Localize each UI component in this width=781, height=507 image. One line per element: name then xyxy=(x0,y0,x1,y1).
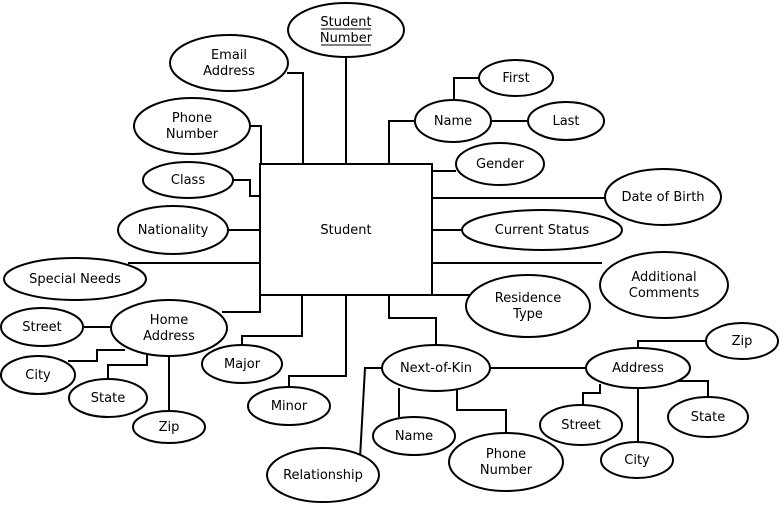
connector-nok-street xyxy=(582,384,601,405)
label-nationality: Nationality xyxy=(138,223,209,238)
attr-home-zip xyxy=(132,410,206,444)
attr-last xyxy=(527,101,605,141)
connectors xyxy=(68,57,709,459)
label-nok-city: City xyxy=(624,453,650,468)
connector-home-address xyxy=(222,295,261,313)
label-relationship: Relationship xyxy=(283,468,363,483)
attr-major xyxy=(201,344,283,384)
label-nok-zip: Zip xyxy=(732,334,753,349)
attr-nok-city xyxy=(600,441,674,479)
label-special-needs: Special Needs xyxy=(29,272,121,287)
label-last: Last xyxy=(552,114,579,129)
attr-special-needs xyxy=(3,257,147,301)
attr-nok-name xyxy=(372,416,456,456)
attr-home-street xyxy=(0,307,84,347)
attr-nok-phone xyxy=(448,432,564,492)
label-nok-address: Address xyxy=(612,361,664,376)
attr-relationship xyxy=(266,447,380,503)
label-class: Class xyxy=(171,173,205,188)
label-nok-name: Name xyxy=(395,429,433,444)
attr-email-address xyxy=(169,34,289,92)
student-entity xyxy=(259,163,433,296)
attr-first xyxy=(478,59,554,97)
label-home-city: City xyxy=(25,368,51,383)
attr-class xyxy=(142,161,234,199)
label-next-of-kin: Next-of-Kin xyxy=(400,361,472,376)
attr-name xyxy=(414,99,492,143)
attr-phone-number xyxy=(133,97,251,155)
attr-next-of-kin xyxy=(381,344,491,392)
attr-home-city xyxy=(0,355,76,395)
attr-nok-state xyxy=(667,396,749,438)
connector-nok-phone xyxy=(456,388,507,436)
connector-name xyxy=(388,120,416,164)
label-date-of-birth: Date of Birth xyxy=(621,190,704,205)
label-first: First xyxy=(502,71,529,86)
connector-major xyxy=(241,295,303,346)
label-current-status: Current Status xyxy=(495,223,590,238)
attr-gender xyxy=(455,142,545,186)
attr-date-of-birth xyxy=(604,168,722,226)
label-minor: Minor xyxy=(271,399,308,414)
attr-nok-address xyxy=(585,347,691,389)
attr-nok-street xyxy=(539,404,623,446)
attr-minor xyxy=(247,386,331,426)
attr-current-status xyxy=(461,209,623,251)
label-nok-state: State xyxy=(691,410,725,425)
connector-first xyxy=(453,77,481,100)
attr-nok-zip xyxy=(705,322,779,360)
attr-residence-type xyxy=(465,274,591,338)
connector-home-city xyxy=(68,349,125,362)
label-name: Name xyxy=(434,114,472,129)
connector-nok-state xyxy=(672,380,709,400)
label-home-street: Street xyxy=(22,320,62,335)
attr-additional-comments xyxy=(599,251,729,319)
label-home-state: State xyxy=(91,391,125,406)
connector-email-address xyxy=(287,72,304,164)
student-entity-label: Student xyxy=(320,223,371,238)
connector-class xyxy=(233,179,260,197)
connector-home-state xyxy=(107,353,148,383)
attr-home-address xyxy=(110,299,228,357)
label-home-zip: Zip xyxy=(159,420,180,435)
attr-home-state xyxy=(68,378,148,418)
label-major: Major xyxy=(224,357,261,372)
connector-phone-number xyxy=(250,125,262,164)
connector-next-of-kin xyxy=(388,295,437,345)
attr-nationality xyxy=(117,205,229,255)
label-nok-street: Street xyxy=(561,418,601,433)
attr-student-number xyxy=(287,2,405,58)
connector-minor xyxy=(288,295,347,387)
label-gender: Gender xyxy=(476,157,525,172)
connector-relationship xyxy=(359,367,383,459)
